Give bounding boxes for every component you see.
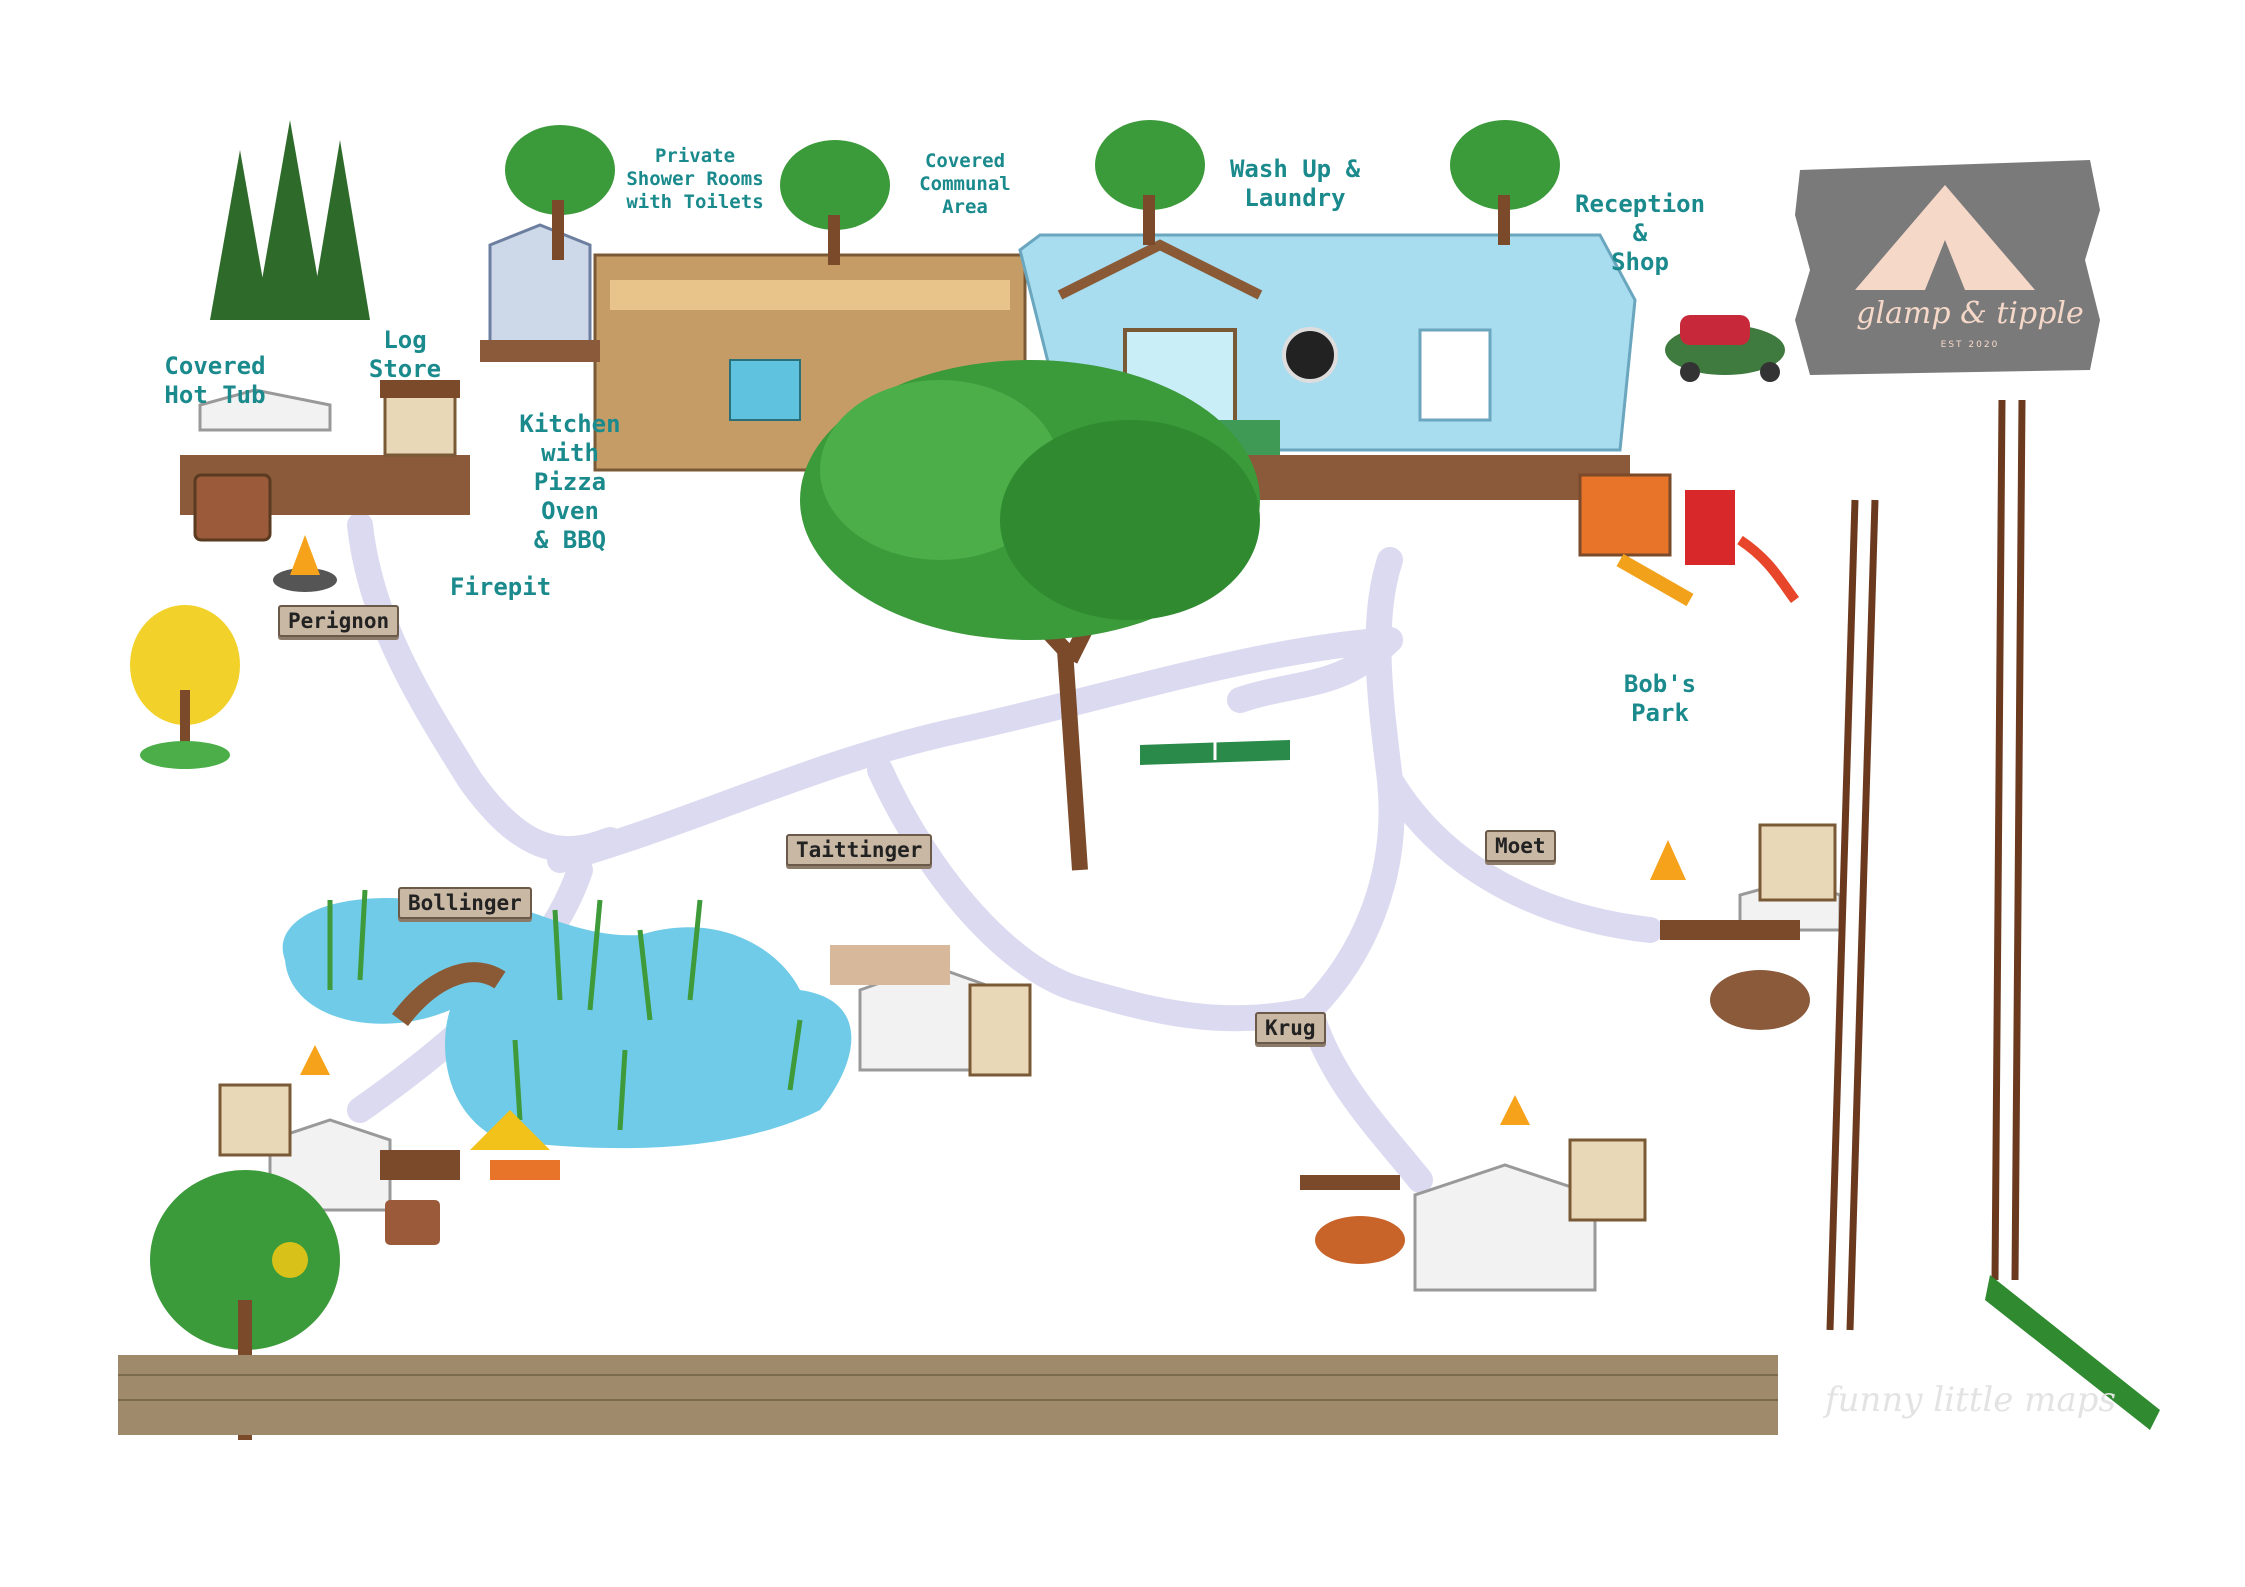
pitch-sign-bollinger[interactable]: Bollinger <box>398 887 532 919</box>
map-credit: funny little maps <box>1825 1380 2116 1420</box>
label-firepit: Firepit <box>450 573 552 601</box>
taittinger-yurt <box>830 945 1032 1077</box>
label-reception: Reception & Shop <box>1575 190 1706 276</box>
ping-pong-table <box>1140 740 1290 765</box>
pitch-sign-perignon[interactable]: Perignon <box>278 605 400 637</box>
pitch-sign-taittinger[interactable]: Taittinger <box>786 834 933 866</box>
shower-rooms-building <box>593 253 1027 472</box>
pitch-sign-krug[interactable]: Krug <box>1255 1012 1326 1044</box>
label-log-store: Log Store <box>368 326 442 383</box>
moet-yurt <box>1650 823 1842 1030</box>
central-tree <box>800 360 1260 871</box>
covered-hot-tub-yurt <box>180 380 470 542</box>
red-car <box>1665 315 1785 382</box>
oak-tree <box>150 1170 340 1440</box>
logo-tent-icon <box>1855 185 2035 290</box>
ladders <box>1826 399 2026 1331</box>
krug-yurt <box>1300 1095 1647 1292</box>
label-kitchen: Kitchen with Pizza Oven & BBQ <box>519 410 621 554</box>
top-trees <box>210 120 1560 320</box>
brand-est: EST 2020 <box>1940 340 2000 350</box>
hedge <box>1985 1275 2160 1430</box>
brand-name: glamp & tipple <box>1856 296 2084 331</box>
pitch-sign-moet[interactable]: Moet <box>1485 830 1556 862</box>
label-communal-area: Covered Communal Area <box>919 150 1011 218</box>
label-covered-hot-tub: Covered Hot Tub <box>164 352 266 409</box>
small-shed <box>480 223 600 362</box>
yellow-tree <box>130 605 240 769</box>
label-wash-up: Wash Up & Laundry <box>1229 155 1361 212</box>
fence <box>118 1355 1778 1435</box>
firepit <box>273 535 337 592</box>
bobs-park-playground <box>1578 473 1800 607</box>
label-bobs-park: Bob's Park <box>1623 670 1697 727</box>
pond <box>282 889 852 1180</box>
label-shower-rooms: Private Shower Rooms with Toilets <box>626 145 764 213</box>
